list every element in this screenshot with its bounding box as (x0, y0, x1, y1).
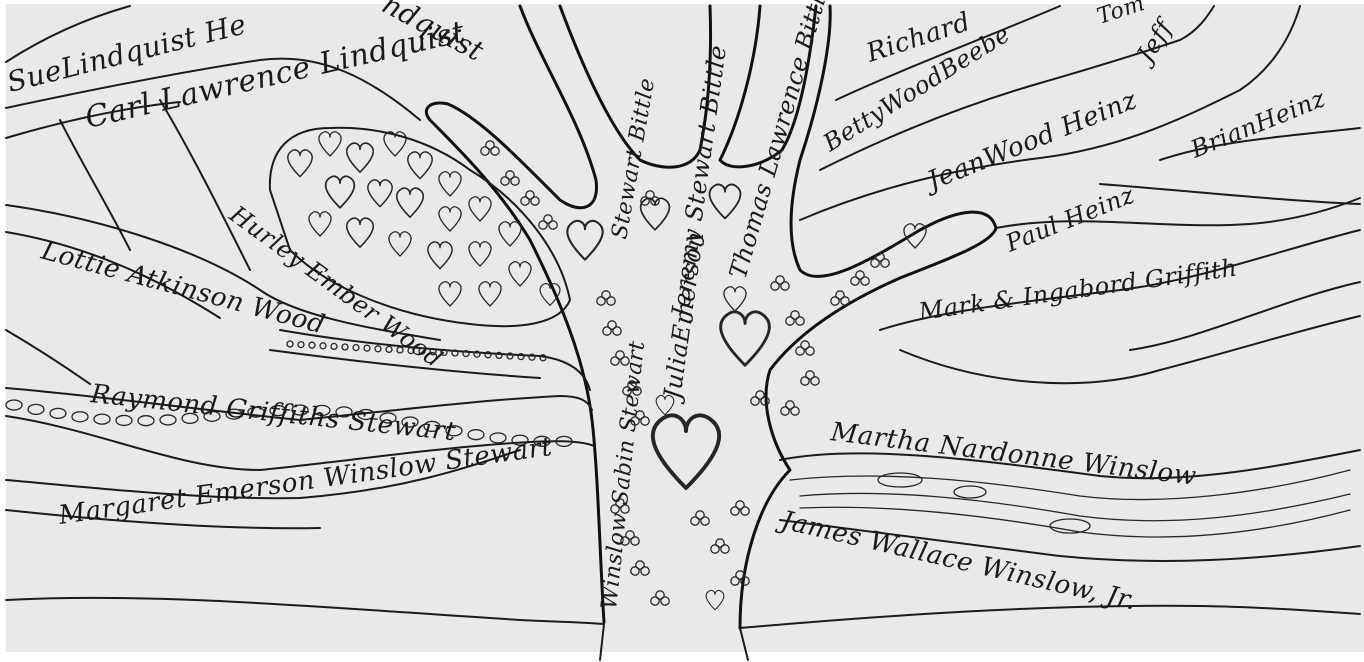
heart-icon (439, 207, 461, 231)
name-brian-heinz: BrianHeinz (1186, 84, 1330, 164)
heart-icon (309, 212, 331, 236)
bead-motif (353, 345, 359, 351)
twig-left-1 (60, 120, 130, 250)
bead-motif (331, 343, 337, 349)
bead-motif (320, 343, 326, 349)
clover-icon (631, 561, 649, 575)
eye-motif (50, 408, 66, 418)
photo-left-edge (0, 0, 6, 662)
heart-icon (509, 262, 531, 286)
heart-icon (479, 282, 501, 306)
bead-motif (287, 341, 293, 347)
bead-motif (364, 345, 370, 351)
clover-icon (501, 171, 519, 185)
name-raymond-stewart: Raymond Griffiths Stewart (88, 379, 457, 447)
twig-left-3 (6, 330, 90, 384)
eye-motif (6, 400, 22, 410)
heart-icon (641, 198, 670, 229)
clover-icon (597, 291, 615, 305)
clover-icon (731, 501, 749, 515)
branch-mark-twig (1130, 282, 1360, 350)
heart-icon (439, 282, 461, 306)
bead-motif (298, 342, 304, 348)
heart-icon (721, 312, 770, 365)
heart-icon (397, 188, 424, 217)
clover-icon (851, 271, 869, 285)
twig-left-2 (160, 100, 250, 270)
ground-line-left (6, 598, 604, 624)
wood-knot-2 (954, 486, 986, 498)
heart-icon (389, 232, 411, 256)
clover-icon (786, 311, 804, 325)
photo-top-edge (0, 0, 1364, 4)
clover-icon (481, 141, 499, 155)
eye-motif (72, 412, 88, 422)
heart-icon (724, 287, 746, 311)
heart-icon (326, 176, 355, 207)
name-winslow-sabin: Winslow Sabin Stewart (597, 339, 650, 610)
heart-icon (384, 132, 406, 156)
heart-icon (408, 152, 432, 179)
clover-icon (539, 215, 557, 229)
clover-icon (651, 591, 669, 605)
name-thomas-bittle: Thomas Lawrence Bittle (724, 0, 836, 282)
heart-icon (368, 180, 392, 207)
eye-motif (138, 416, 154, 426)
eye-motif (28, 404, 44, 414)
trunk-left-edge (426, 6, 604, 622)
bead-motif (342, 344, 348, 350)
branch-brian-lower (1100, 184, 1360, 204)
name-tom: Tom (1094, 0, 1148, 30)
eye-motif (468, 430, 484, 440)
clover-icon (691, 511, 709, 525)
name-stewart-bittle: Stewart Bittle (607, 76, 660, 241)
name-hurley-wood: Hurley Ember Wood (224, 200, 448, 374)
heart-icon (710, 184, 741, 218)
clover-icon (771, 276, 789, 290)
heart-icon (706, 590, 724, 609)
clover-icon (801, 371, 819, 385)
heart-icon (567, 221, 602, 260)
clover-icon (731, 571, 749, 585)
name-julia-emerson: JuliaEmerson (658, 230, 710, 406)
heart-icon (428, 242, 452, 269)
heart-icon (288, 150, 312, 177)
name-mark-griffith: Mark & Ingabord Griffith (916, 254, 1239, 327)
ground-line-right (740, 606, 1360, 628)
name-jean-heinz: JeanWood Heinz (919, 85, 1142, 198)
heart-icon (469, 197, 491, 221)
photo-bottom-edge (0, 652, 1364, 662)
heart-icon (653, 415, 719, 488)
heart-icon (439, 172, 461, 196)
eye-motif (94, 414, 110, 424)
name-paul-heinz: Paul Heinz (1001, 181, 1139, 258)
woodgrain-2 (800, 493, 1350, 520)
clover-icon (781, 401, 799, 415)
heart-icon (469, 242, 491, 266)
eye-motif (116, 415, 132, 425)
heart-icon (347, 218, 374, 247)
clover-icon (603, 321, 621, 335)
clover-icon (521, 191, 539, 205)
bead-motif (309, 342, 315, 348)
bead-motif (386, 346, 392, 352)
clover-icon (831, 291, 849, 305)
wood-knot-1 (878, 473, 922, 487)
bead-motif (375, 346, 381, 352)
heart-icon (347, 143, 374, 172)
clover-icon (796, 341, 814, 355)
clover-icon (711, 539, 729, 553)
heart-icon (319, 132, 341, 156)
heart-icon (499, 222, 521, 246)
